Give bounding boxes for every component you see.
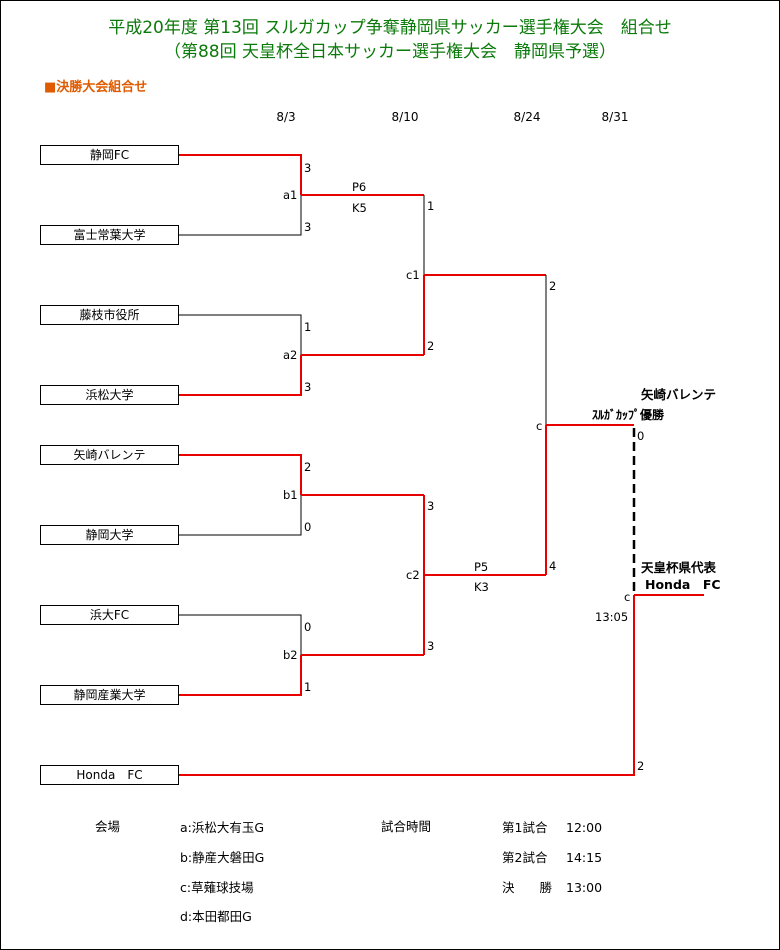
score-honda-fc: 2 (637, 759, 645, 773)
line-fuji-tokoha (179, 195, 302, 236)
score-b2-top: 0 (304, 620, 312, 634)
line-hamadai-fc (179, 614, 302, 655)
label-playoff: c (624, 590, 631, 604)
suruga-winner-name: 矢崎バレンテ (641, 387, 717, 402)
team-yazaki-valente: 矢崎バレンテ (40, 445, 179, 465)
emperor-cup-winner: Honda FC (645, 577, 721, 592)
note-a1-kick: K5 (352, 201, 367, 215)
date-round3: 8/24 (513, 110, 541, 124)
score-b1-top: 2 (304, 460, 312, 474)
note-c2-kick: K3 (474, 580, 489, 594)
schedule-match2-time: 14:15 (566, 850, 603, 865)
venue-c: c:草薙球技場 (180, 880, 254, 895)
team-honda-fc: Honda FC (40, 765, 179, 785)
team-fujieda-city: 藤枝市役所 (40, 305, 179, 325)
schedule-final-time: 13:00 (566, 880, 603, 895)
score-final-bottom: 4 (549, 559, 557, 573)
score-c2-bottom: 3 (427, 639, 435, 653)
venue-d: d:本田都田G (180, 909, 252, 924)
line-honda-fc (179, 595, 635, 776)
page-title: 平成20年度 第13回 スルガカップ争奪静岡県サッカー選手権大会 組合せ (108, 18, 672, 38)
score-final-top: 2 (549, 279, 557, 293)
line-hamamatsu-univ (179, 355, 302, 396)
score-c1-top: 1 (427, 199, 435, 213)
label-b1: b1 (283, 488, 298, 502)
team-shizuoka-sangyo-univ: 静岡産業大学 (40, 685, 179, 705)
team-hamamatsu-univ: 浜松大学 (40, 385, 179, 405)
date-round1: 8/3 (276, 110, 296, 124)
venue-heading: 会場 (95, 819, 121, 834)
schedule-final-name: 決 勝 (502, 880, 553, 895)
score-a2-top: 1 (304, 320, 312, 334)
schedule-match2-name: 第2試合 (502, 850, 548, 865)
label-c1: c1 (406, 268, 420, 282)
team-hamadai-fc: 浜大FC (40, 605, 179, 625)
note-a1-pk: P6 (352, 180, 367, 194)
team-shizuoka-fc: 静岡FC (40, 145, 179, 165)
date-round2: 8/10 (391, 110, 419, 124)
label-c2: c2 (406, 568, 420, 582)
suruga-cup-title: ｽﾙｶﾞｶｯﾌﾟ優勝 (592, 408, 665, 422)
playoff-time: 13:05 (595, 610, 629, 624)
schedule-match1-name: 第1試合 (502, 820, 548, 835)
score-a1-bottom: 3 (304, 220, 312, 234)
score-a1-top: 3 (304, 161, 312, 175)
emperor-cup-title: 天皇杯県代表 (641, 560, 717, 575)
score-c1-bottom: 2 (427, 339, 435, 353)
line-yazaki (179, 454, 302, 495)
schedule-heading: 試合時間 (381, 819, 432, 834)
score-b2-bottom: 1 (304, 680, 312, 694)
team-fuji-tokoha-univ: 富士常葉大学 (40, 225, 179, 245)
label-a1: a1 (283, 188, 298, 202)
score-a2-bottom: 3 (304, 380, 312, 394)
line-fujieda (179, 314, 302, 355)
schedule-match1-time: 12:00 (566, 820, 603, 835)
score-c2-top: 3 (427, 499, 435, 513)
venue-b: b:静産大磐田G (180, 850, 265, 865)
team-shizuoka-univ: 静岡大学 (40, 525, 179, 545)
score-suruga-winner: 0 (637, 429, 645, 443)
label-b2: b2 (283, 648, 298, 662)
section-heading: ■決勝大会組合せ (44, 80, 148, 95)
line-shizuoka-sangyo (179, 655, 302, 696)
line-shizuoka-univ (179, 495, 302, 536)
date-final: 8/31 (601, 110, 629, 124)
label-final: c (536, 419, 543, 433)
label-a2: a2 (283, 348, 298, 362)
note-c2-pk: P5 (474, 560, 489, 574)
venue-a: a:浜松大有玉G (180, 820, 265, 835)
page-subtitle: （第88回 天皇杯全日本サッカー選手権大会 静岡県予選） (163, 42, 617, 62)
line-shizuoka-fc (179, 154, 302, 195)
score-b1-bottom: 0 (304, 520, 312, 534)
